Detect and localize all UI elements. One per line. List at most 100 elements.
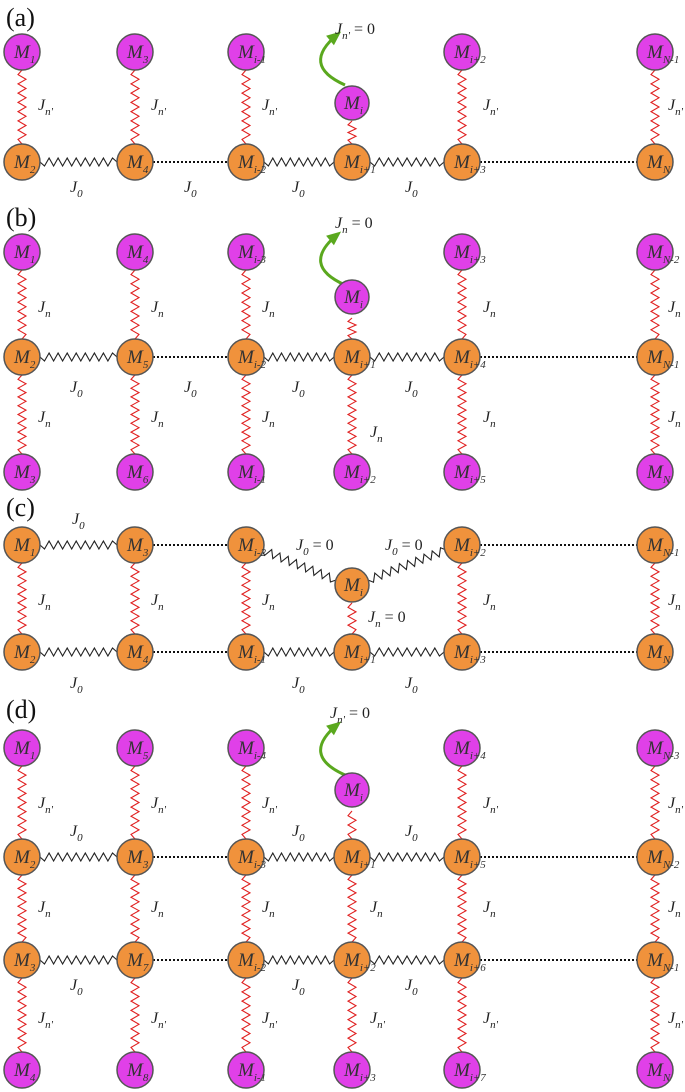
vertical-spring [240,562,252,635]
mass-node: MN [636,1051,674,1089]
mass-circle [3,33,41,71]
mass-label: Mi+2 [453,535,486,559]
mass-node: Mi+2 [443,33,486,71]
arrow-label: Jn' = 0 [330,705,370,726]
horizontal-spring [263,156,335,168]
mass-label: M3 [126,847,149,871]
coupling-label: Jn [262,299,275,320]
coupling-label: Jn' [483,795,499,816]
mass-node: Mi-2 [227,941,267,979]
mass-node: MN-2 [636,838,680,876]
vertical-spring [346,874,358,943]
mass-label: Mi+1 [343,347,376,371]
mass-circle [227,838,265,876]
mass-circle [334,772,370,808]
mass-circle [3,143,41,181]
mass-circle [116,33,154,71]
mass-label: Mi+1 [343,847,376,871]
broken-spring [261,548,337,583]
mass-node: MN-1 [636,941,679,979]
mass-label: MN-2 [646,242,680,266]
mass-node: Mi+1 [333,338,376,376]
mass-circle [116,338,154,376]
vertical-spring [649,562,661,635]
horizontal-spring [39,851,118,863]
coupling-label: Jn' [38,1010,54,1031]
mass-label: Mi+5 [453,462,486,486]
mass-node: M3 [116,838,154,876]
horizontal-spring [39,539,118,551]
coupling-label: Jn [668,899,681,920]
coupling-label: Jn' [38,97,54,118]
coupling-label: Jn' [151,795,167,816]
mass-label: M1 [13,242,35,266]
mass-circle [3,729,41,767]
broken-coupling-label: Jn = 0 [368,609,406,630]
horizontal-spring [369,156,445,168]
mass-node: M7 [116,941,154,979]
mass-label: M2 [13,642,36,666]
coupling-label: Jn' [668,795,684,816]
mass-circle [333,633,371,671]
vertical-spring [456,269,468,340]
horizontal-spring [369,954,445,966]
mass-label: M3 [13,950,36,974]
mass-label: Mi+4 [453,347,486,371]
mass-circle [443,526,481,564]
mass-label: Mi-2 [237,152,267,176]
mass-circle [116,1051,154,1089]
mass-node: MN [636,453,674,491]
mass-label: Mi+1 [343,642,376,666]
mass-node: Mi+3 [443,633,486,671]
vertical-spring [346,120,358,145]
vertical-spring [346,810,358,840]
mass-circle [227,33,265,71]
mass-label: M3 [13,462,36,486]
vertical-spring [240,374,252,455]
mass-circle [333,143,371,181]
mass-circle [333,338,371,376]
mass-label: Mi-2 [237,347,267,371]
mass-label: Mi+2 [343,950,376,974]
mass-circle [227,233,265,271]
coupling-label: Jn' [151,97,167,118]
mass-circle [334,279,370,315]
mass-circle [443,1051,481,1089]
mass-circle [227,453,265,491]
mass-node: Mi-2 [227,143,267,181]
mass-label: M2 [13,847,36,871]
mass-node: Mi-4 [227,729,267,767]
mass-node: Mi-1 [227,453,266,491]
mass-circle [227,338,265,376]
horizontal-spring [39,351,118,363]
coupling-label: J0 [72,511,85,532]
mass-circle [333,1051,371,1089]
coupling-label: Jn [151,409,164,430]
mass-circle [443,233,481,271]
mass-node: Mi-3 [227,233,267,271]
mass-circle [227,941,265,979]
mass-label: MN [646,1060,671,1084]
vertical-spring [456,69,468,145]
mass-label: Mi+1 [343,152,376,176]
mass-node: M2 [3,338,41,376]
arrow-head [326,721,342,736]
mass-label: M1 [13,738,35,762]
mass-label: MN [646,642,671,666]
vertical-spring [649,977,661,1053]
mass-node: Mi-1 [227,633,266,671]
vertical-spring [129,374,141,455]
mass-label: M2 [13,347,36,371]
mass-label: Mi+2 [453,42,486,66]
mass-label: Mi [343,93,363,117]
vertical-spring [456,874,468,943]
vertical-spring [129,269,141,340]
mass-circle [227,729,265,767]
coupling-label: Jn' [262,795,278,816]
mass-node: Mi+3 [333,1051,376,1089]
coupling-label: Jn [38,299,51,320]
coupling-label: Jn [370,899,383,920]
mass-node: MN-1 [636,338,679,376]
